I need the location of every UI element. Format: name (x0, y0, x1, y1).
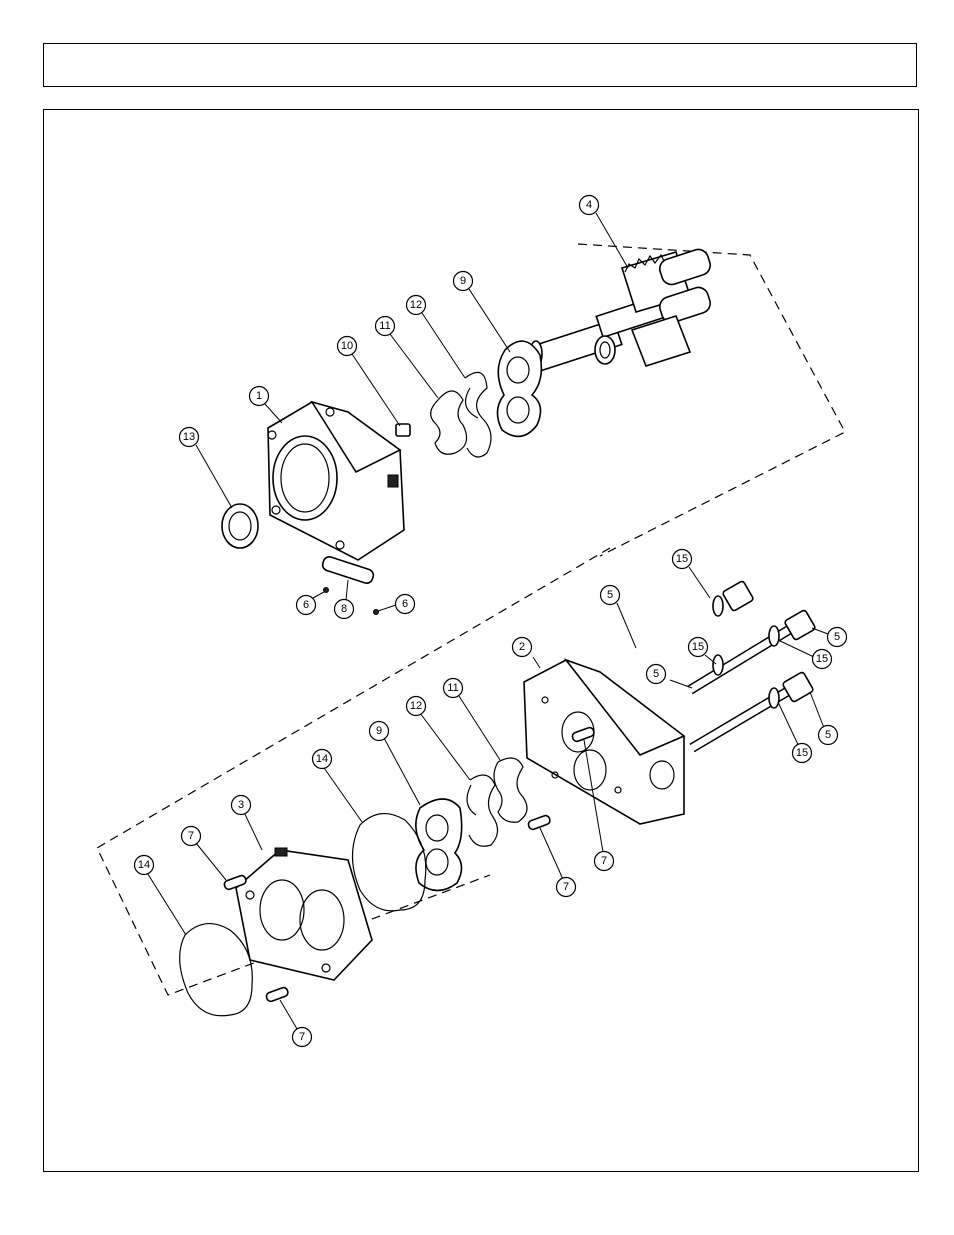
backup-ring-lower (466, 774, 499, 847)
svg-text:6: 6 (402, 598, 408, 610)
callout-14-upper: 14 (311, 748, 333, 770)
shaft-seal-part (221, 503, 259, 549)
svg-text:7: 7 (601, 855, 607, 867)
upper-group-outline (577, 243, 846, 557)
svg-text:11: 11 (379, 320, 390, 332)
gasket-right (351, 813, 427, 912)
callout-15-top: 15 (671, 548, 693, 570)
svg-text:10: 10 (341, 340, 353, 352)
callout-2: 2 (511, 636, 533, 658)
callout-15-right-lower: 15 (791, 742, 813, 764)
dowel-pin-d (571, 726, 595, 743)
callout-9-lower: 9 (368, 720, 390, 742)
svg-text:5: 5 (653, 668, 659, 680)
callout-5-top: 5 (599, 584, 621, 606)
callout-7-left-bottom: 7 (291, 1026, 313, 1048)
callout-14-lower: 14 (133, 854, 155, 876)
callout-12-upper: 12 (405, 294, 427, 316)
diagram-frame (43, 109, 919, 1172)
callout-15-middle: 15 (687, 636, 709, 658)
callout-13: 13 (178, 426, 200, 448)
name-plate-part (321, 556, 375, 584)
gear-shaft-part (527, 248, 711, 374)
svg-text:11: 11 (447, 682, 458, 694)
callout-3: 3 (230, 794, 252, 816)
svg-text:15: 15 (676, 553, 688, 565)
svg-text:5: 5 (834, 631, 840, 643)
wear-plate-lower (415, 798, 463, 892)
port-end-cover (523, 658, 686, 825)
svg-text:5: 5 (825, 729, 831, 741)
callout-9-upper: 9 (452, 270, 474, 292)
dowel-pin-b (265, 986, 289, 1003)
shaft-end-cover (267, 400, 405, 561)
callout-12-lower: 12 (405, 695, 427, 717)
callout-7-left-top: 7 (180, 825, 202, 847)
svg-text:15: 15 (796, 747, 808, 759)
callout-6-right: 6 (394, 593, 416, 615)
svg-text:8: 8 (341, 603, 347, 615)
callout-7-right-lower: 7 (555, 876, 577, 898)
svg-text:5: 5 (607, 589, 613, 601)
svg-text:15: 15 (816, 653, 828, 665)
svg-text:2: 2 (519, 641, 525, 653)
callout-1: 1 (248, 385, 270, 407)
svg-text:4: 4 (586, 199, 592, 211)
svg-text:15: 15 (692, 641, 704, 653)
seal-upper (430, 390, 468, 455)
screw-left (323, 587, 329, 593)
svg-text:14: 14 (138, 859, 150, 871)
svg-text:9: 9 (376, 725, 382, 737)
wear-plate-upper (496, 340, 543, 438)
gasket-left (179, 923, 253, 1017)
svg-text:1: 1 (256, 390, 262, 402)
svg-text:12: 12 (410, 700, 422, 712)
dowel-pin-a (223, 874, 247, 891)
seal-lower (493, 757, 528, 823)
svg-text:7: 7 (188, 830, 194, 842)
callout-4: 4 (578, 194, 600, 216)
dowel-pin-c (527, 814, 551, 831)
callout-15-right-upper: 15 (811, 648, 833, 670)
svg-text:13: 13 (183, 431, 195, 443)
callout-5-middle: 5 (645, 663, 667, 685)
svg-text:12: 12 (410, 299, 422, 311)
svg-text:7: 7 (563, 881, 569, 893)
gear-housing (235, 847, 373, 981)
long-bolts (634, 580, 816, 753)
callout-6-left: 6 (295, 594, 317, 616)
svg-text:6: 6 (303, 599, 309, 611)
lower-group-outline (96, 547, 611, 996)
callout-10: 10 (336, 335, 358, 357)
plug-part (395, 423, 411, 437)
callout-11-lower: 11 (442, 677, 464, 699)
svg-text:7: 7 (299, 1031, 305, 1043)
svg-text:9: 9 (460, 275, 466, 287)
callout-5-right-upper: 5 (826, 626, 848, 648)
callout-8: 8 (333, 598, 355, 620)
svg-text:3: 3 (238, 799, 244, 811)
header-box (43, 43, 917, 87)
screw-right (373, 609, 379, 615)
svg-text:14: 14 (316, 753, 328, 765)
callout-11-upper: 11 (374, 315, 396, 337)
backup-ring-upper (464, 371, 492, 458)
callout-7-right-upper: 7 (593, 850, 615, 872)
callout-5-right-lower: 5 (817, 724, 839, 746)
